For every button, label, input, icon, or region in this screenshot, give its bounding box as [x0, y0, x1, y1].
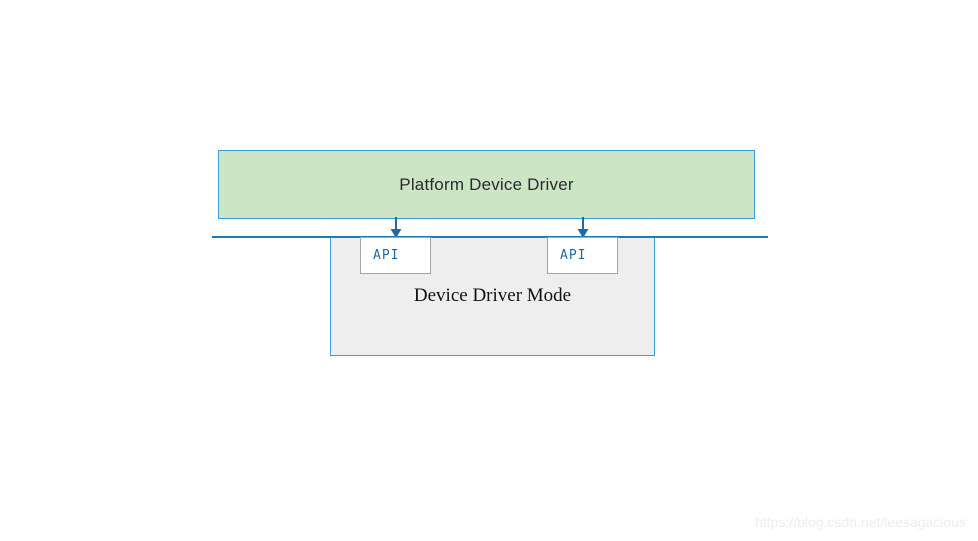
arrow-down-icon-right [577, 217, 589, 238]
kernel-boundary-line [212, 236, 768, 238]
device-driver-mode-label: Device Driver Mode [413, 285, 572, 306]
platform-device-driver-block: Platform Device Driver [218, 150, 755, 219]
api-block-right: API [547, 237, 618, 274]
watermark-text: https://blog.csdn.net/leesagacious [755, 514, 966, 530]
api-block-left: API [360, 237, 431, 274]
api-label-left: API [373, 248, 400, 263]
arrow-down-icon-left [390, 217, 402, 238]
api-label-right: API [560, 248, 587, 263]
platform-device-driver-label: Platform Device Driver [399, 174, 574, 194]
